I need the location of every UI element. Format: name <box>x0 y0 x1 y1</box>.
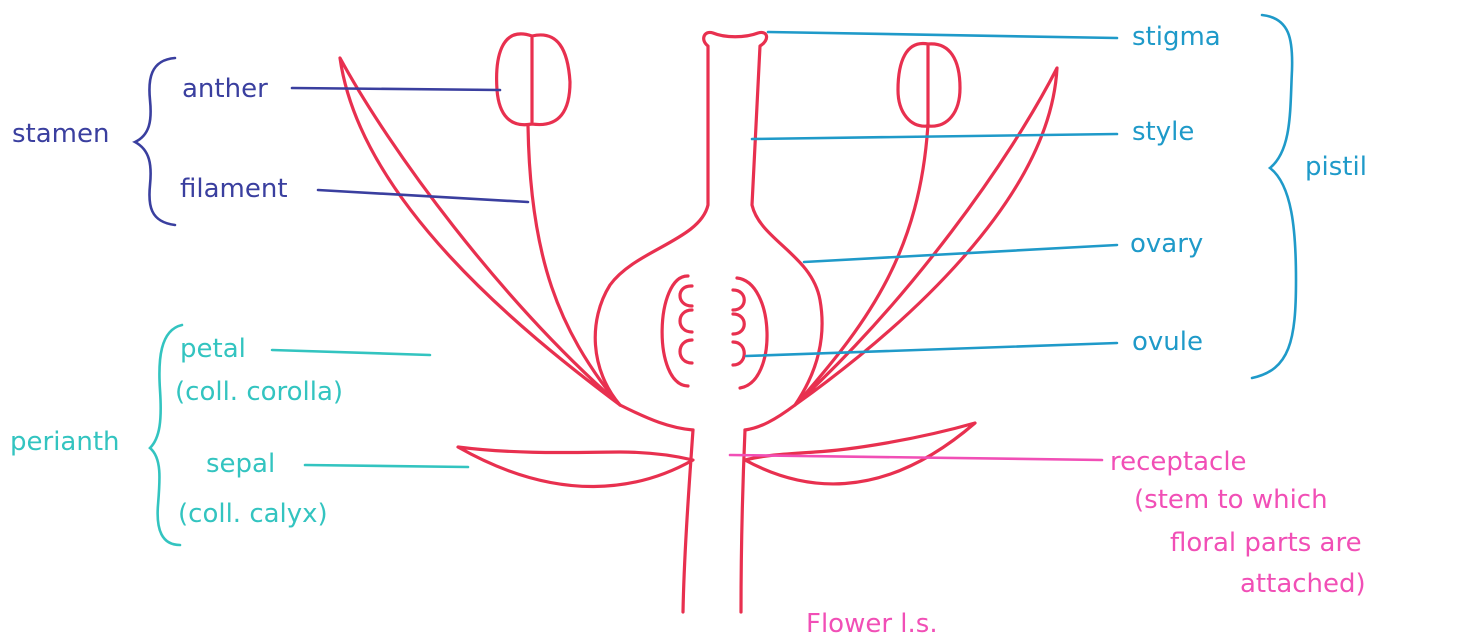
style-leader <box>750 132 1119 141</box>
ovule-right-2 <box>731 312 746 336</box>
sepal-leader <box>303 463 470 469</box>
perianth-brace <box>148 323 184 547</box>
ovule-left-2 <box>678 308 694 334</box>
filament-left <box>526 123 617 402</box>
receptacle-base <box>618 403 695 432</box>
stem <box>739 428 747 614</box>
flower-drawing <box>338 30 1059 614</box>
ovule-left-1 <box>678 284 694 308</box>
petal-leader <box>270 348 432 357</box>
receptacle-leader <box>728 453 1104 462</box>
ovule-right-3 <box>731 340 746 367</box>
anther-right <box>896 42 962 128</box>
ovule-leader <box>744 341 1119 358</box>
ovary-chamber-right <box>735 276 769 390</box>
sepal-label: sepal <box>206 449 275 479</box>
pistil-brace <box>1250 13 1298 380</box>
petal-right <box>793 66 1059 407</box>
stigma-leader <box>766 30 1119 40</box>
receptacle-note-3: attached) <box>1240 569 1366 599</box>
braces <box>132 13 1298 547</box>
receptacle-note-2: floral parts are <box>1170 528 1362 558</box>
perianth-label: perianth <box>10 427 120 457</box>
anther-label: anther <box>182 74 268 104</box>
leader-lines <box>270 30 1119 469</box>
sepal-note: (coll. calyx) <box>178 499 328 529</box>
receptacle-note-1: (stem to which <box>1134 485 1328 515</box>
receptacle-label: receptacle <box>1110 447 1247 477</box>
style-label: style <box>1132 117 1194 147</box>
ovary-label: ovary <box>1130 229 1203 259</box>
sepal-left <box>456 445 695 489</box>
anther-leader <box>290 86 502 92</box>
ovule-right-1 <box>731 288 746 312</box>
ovule-left-3 <box>678 338 694 365</box>
ovule-label: ovule <box>1132 327 1203 357</box>
receptacle-base <box>743 403 797 432</box>
stamen-brace <box>132 56 177 227</box>
sepal-right <box>743 421 977 486</box>
ovary-chamber-left <box>660 274 690 388</box>
petal-label: petal <box>180 334 246 364</box>
labels: stamen anther filament stigma style ovar… <box>10 22 1367 639</box>
stem <box>681 428 695 614</box>
anther-left <box>495 32 572 127</box>
pistil-outline <box>593 30 824 407</box>
filament-leader <box>316 188 530 204</box>
stamen-label: stamen <box>12 119 109 149</box>
petal-note: (coll. corolla) <box>175 377 343 407</box>
filament-label: filament <box>180 174 288 204</box>
ovary-leader <box>802 243 1119 264</box>
pistil-label: pistil <box>1305 152 1367 182</box>
petal-left <box>338 56 622 407</box>
diagram-caption: Flower l.s. <box>806 609 938 639</box>
filament-right <box>798 122 930 402</box>
stigma-label: stigma <box>1132 22 1221 52</box>
